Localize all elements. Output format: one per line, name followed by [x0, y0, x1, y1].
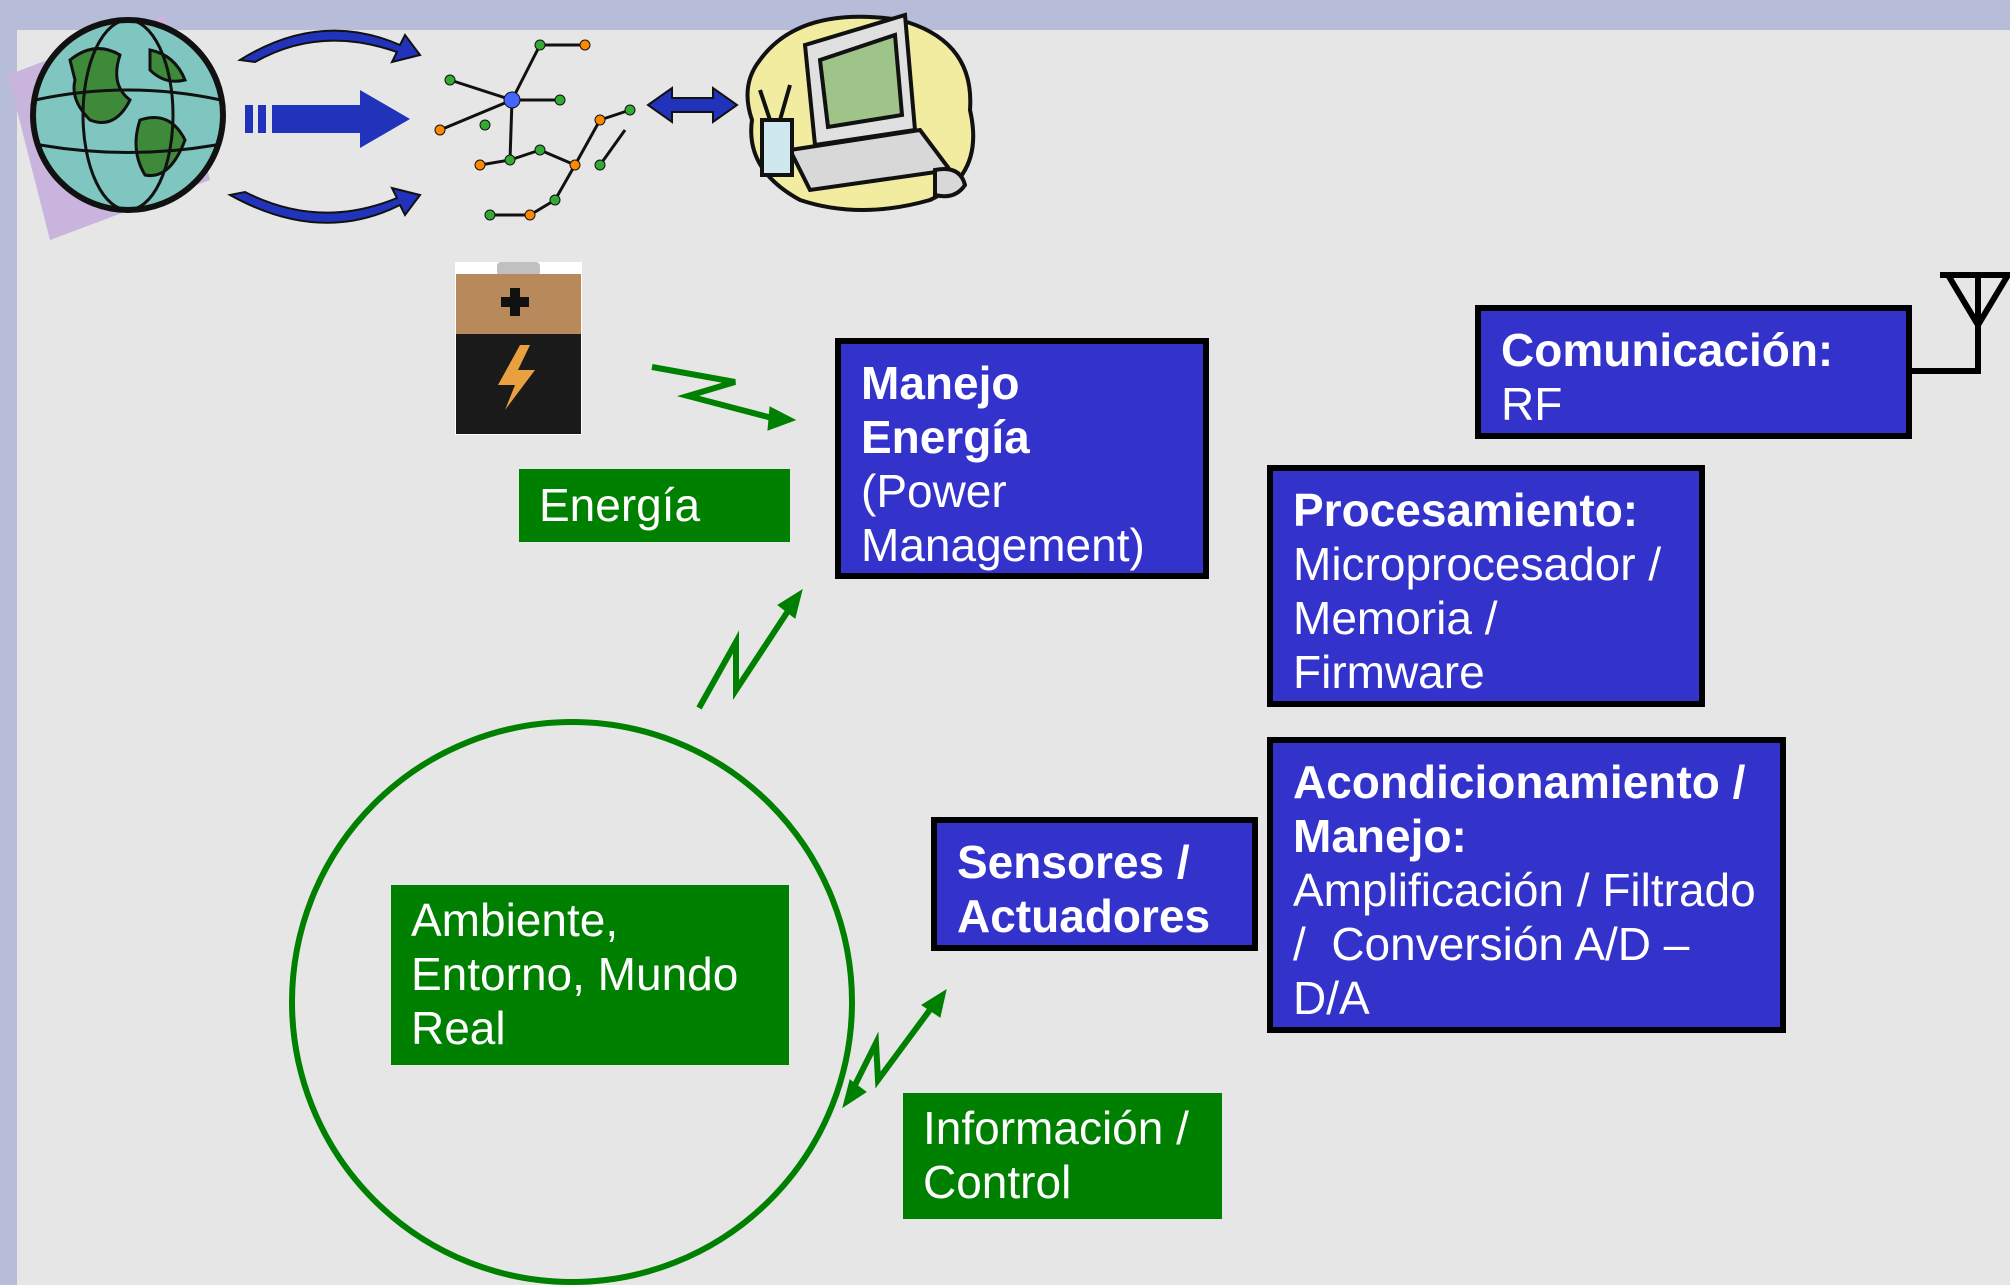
manejo-energia-title: Manejo Energía [861, 357, 1033, 463]
ambiente-label: Ambiente, Entorno, Mundo Real [391, 885, 789, 1065]
sensores-box: Sensores / Actuadores [931, 817, 1258, 951]
manejo-energia-body: (Power Management) [861, 465, 1145, 571]
comunicacion-body: RF [1501, 378, 1563, 430]
comunicacion-title: Comunicación: [1501, 324, 1834, 376]
manejo-energia-box: Manejo Energía (Power Management) [835, 338, 1209, 579]
lightning-arrow-icon [651, 364, 797, 431]
antenna-icon [1908, 272, 2010, 374]
procesamiento-box: Procesamiento: Microprocesador / Memoria… [1267, 465, 1705, 707]
procesamiento-body: Microprocesador / Memoria / Firmware [1293, 538, 1674, 698]
battery-icon [455, 262, 582, 435]
arrow-icon [245, 90, 410, 148]
energia-label: Energía [519, 469, 790, 542]
lightning-arrow-icon [842, 988, 947, 1109]
informacion-label: Información / Control [903, 1093, 1222, 1219]
acondicionamiento-box: Acondicionamiento / Manejo: Amplificació… [1267, 737, 1786, 1033]
curved-arrow-icon [227, 29, 422, 224]
comunicacion-box: Comunicación: RF [1475, 305, 1912, 439]
procesamiento-title: Procesamiento: [1293, 484, 1639, 536]
network-icon [434, 39, 636, 221]
computer-icon [745, 12, 976, 212]
globe-icon [8, 15, 226, 240]
double-arrow-icon [646, 86, 739, 124]
acondicionamiento-body: Amplificación / Filtrado / Conversión A/… [1293, 864, 1769, 1024]
sensores-title: Sensores / Actuadores [957, 836, 1211, 942]
lightning-arrow-icon [696, 588, 803, 710]
acondicionamiento-title: Acondicionamiento / Manejo: [1293, 756, 1771, 862]
environment-circle [289, 719, 855, 1285]
